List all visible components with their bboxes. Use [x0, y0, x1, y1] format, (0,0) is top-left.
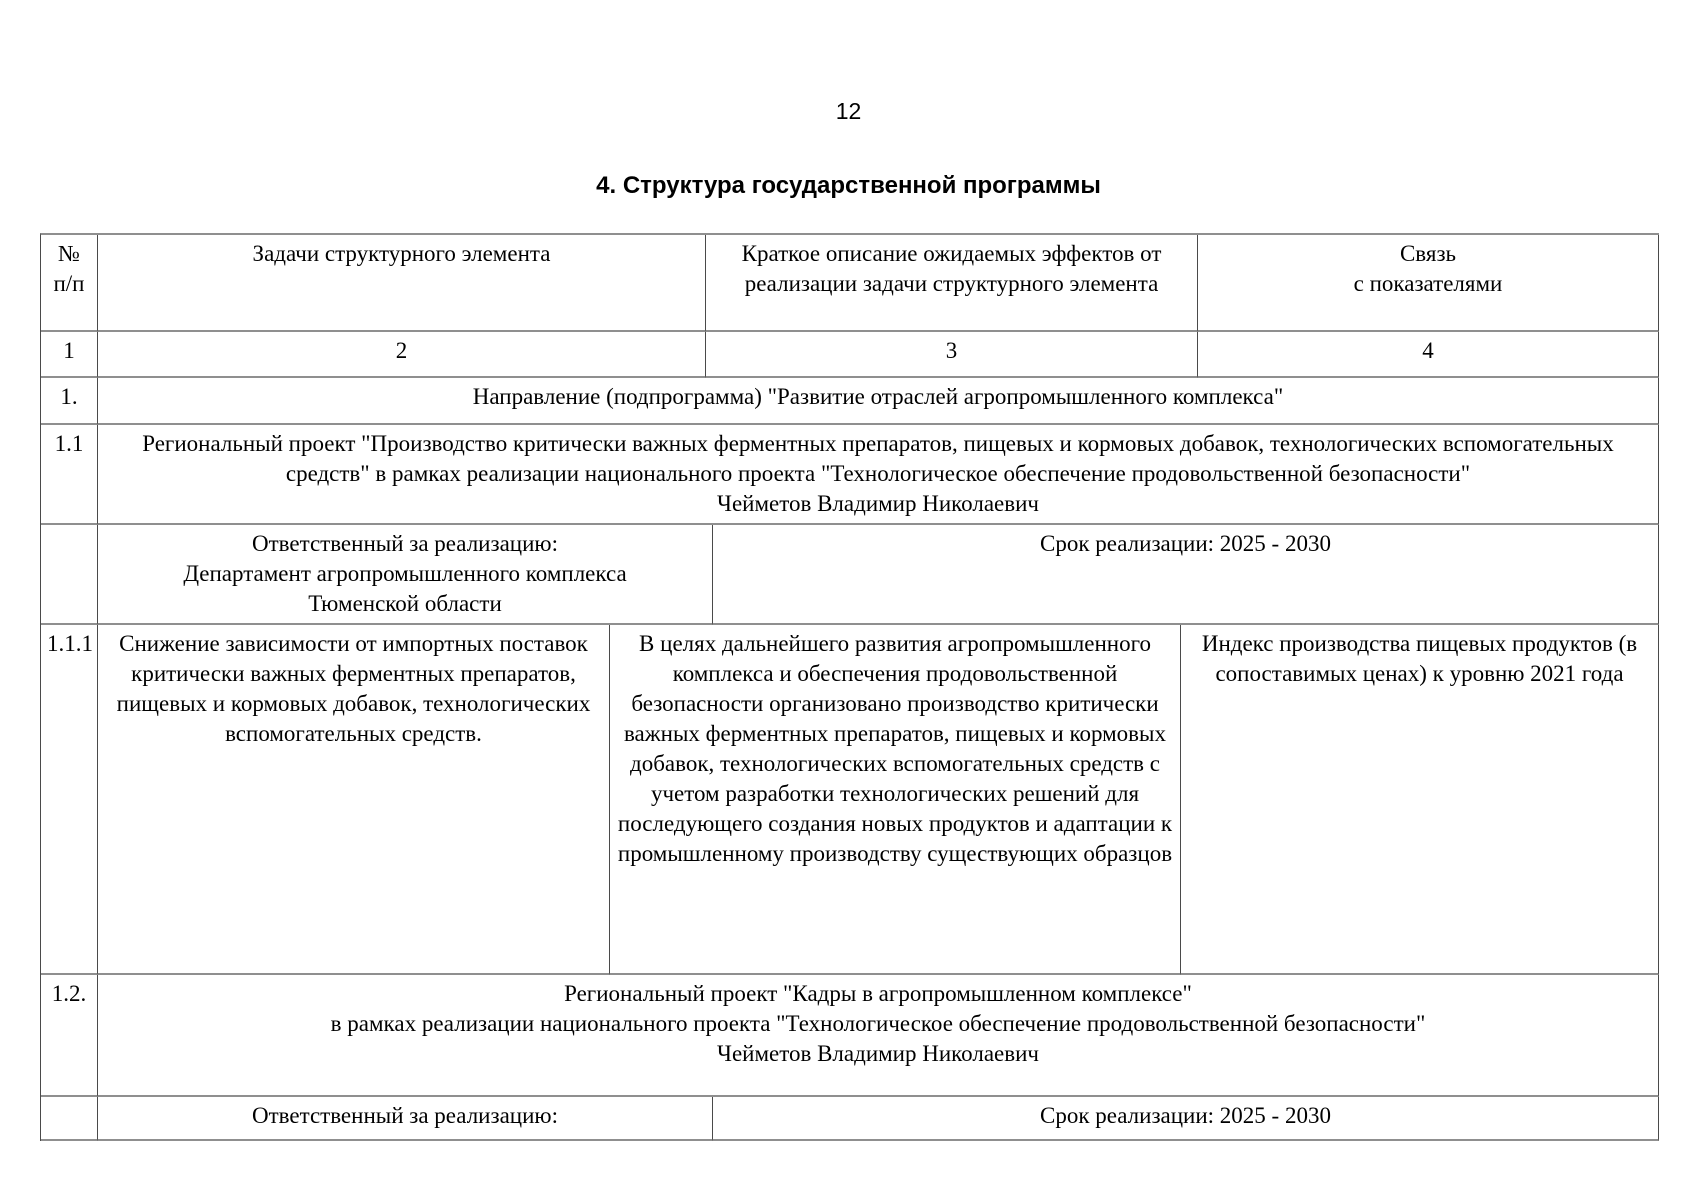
- row-number-cell: 1.1: [41, 425, 98, 525]
- table-row-direction: 1. Направление (подпрограмма) "Развитие …: [41, 378, 1659, 425]
- table-row-project-1-2: 1.2. Региональный проект "Кадры в агропр…: [41, 975, 1659, 1097]
- colnum-cell-3: 3: [706, 332, 1198, 378]
- project-description-cell: Региональный проект "Производство критич…: [98, 425, 1659, 525]
- header-index-line2: п/п: [53, 271, 85, 296]
- responsible-org-line1: Департамент агропромышленного комплекса: [183, 561, 627, 586]
- table-row-responsible-1-2: Ответственный за реализацию: Срок реализ…: [41, 1097, 1659, 1141]
- period-cell: Срок реализации: 2025 - 2030: [713, 525, 1659, 625]
- table-row-responsible-1-1: Ответственный за реализацию: Департамент…: [41, 525, 1659, 625]
- project-description-cell: Региональный проект "Кадры в агропромышл…: [98, 975, 1659, 1097]
- project-title-text: Региональный проект "Производство критич…: [142, 431, 1614, 486]
- project-title-line1: Региональный проект "Кадры в агропромышл…: [564, 981, 1192, 1006]
- responsible-cell: Ответственный за реализацию: Департамент…: [98, 525, 713, 625]
- page-number: 12: [835, 98, 862, 124]
- colnum-cell-4: 4: [1198, 332, 1659, 378]
- colnum-cell-2: 2: [98, 332, 706, 378]
- table-row-project-1-1: 1.1 Региональный проект "Производство кр…: [41, 425, 1659, 525]
- responsible-cell: Ответственный за реализацию:: [98, 1097, 713, 1141]
- header-indicators-line1: Связь: [1399, 241, 1457, 266]
- column-numbering-row: 1 2 3 4: [41, 332, 1659, 378]
- responsible-label: Ответственный за реализацию:: [252, 531, 558, 556]
- period-cell: Срок реализации: 2025 - 2030: [713, 1097, 1659, 1141]
- header-cell-effects: Краткое описание ожидаемых эффектов от р…: [706, 235, 1198, 332]
- header-cell-tasks: Задачи структурного элемента: [98, 235, 706, 332]
- table-header-row: № п/п Задачи структурного элемента Кратк…: [41, 235, 1659, 332]
- indicator-cell: Индекс производства пищевых продуктов (в…: [1181, 625, 1659, 975]
- task-cell: Снижение зависимости от импортных постав…: [98, 625, 610, 975]
- project-leader-text: Чейметов Владимир Николаевич: [717, 1041, 1039, 1066]
- project-title-line2: в рамках реализации национального проект…: [330, 1011, 1426, 1036]
- project-leader-text: Чейметов Владимир Николаевич: [717, 491, 1039, 516]
- header-cell-indicators: Связь с показателями: [1198, 235, 1659, 332]
- program-structure-table: № п/п Задачи структурного элемента Кратк…: [40, 233, 1659, 1141]
- row-number-cell: 1.1.1: [41, 625, 98, 975]
- row-number-cell: 1.2.: [41, 975, 98, 1097]
- header-indicators-line2: с показателями: [1353, 271, 1503, 296]
- document-title: 4. Структура государственной программы: [596, 172, 1101, 199]
- effect-cell: В целях дальнейшего развития агропромышл…: [610, 625, 1181, 975]
- header-index-line1: №: [58, 241, 80, 266]
- table-row-task-1-1-1: 1.1.1 Снижение зависимости от импортных …: [41, 625, 1659, 975]
- direction-title-cell: Направление (подпрограмма) "Развитие отр…: [98, 378, 1659, 425]
- row-number-cell: 1.: [41, 378, 98, 425]
- responsible-org-line2: Тюменской области: [308, 591, 502, 616]
- header-cell-index: № п/п: [41, 235, 98, 332]
- empty-index-cell: [41, 525, 98, 625]
- colnum-cell-1: 1: [41, 332, 98, 378]
- empty-index-cell: [41, 1097, 98, 1141]
